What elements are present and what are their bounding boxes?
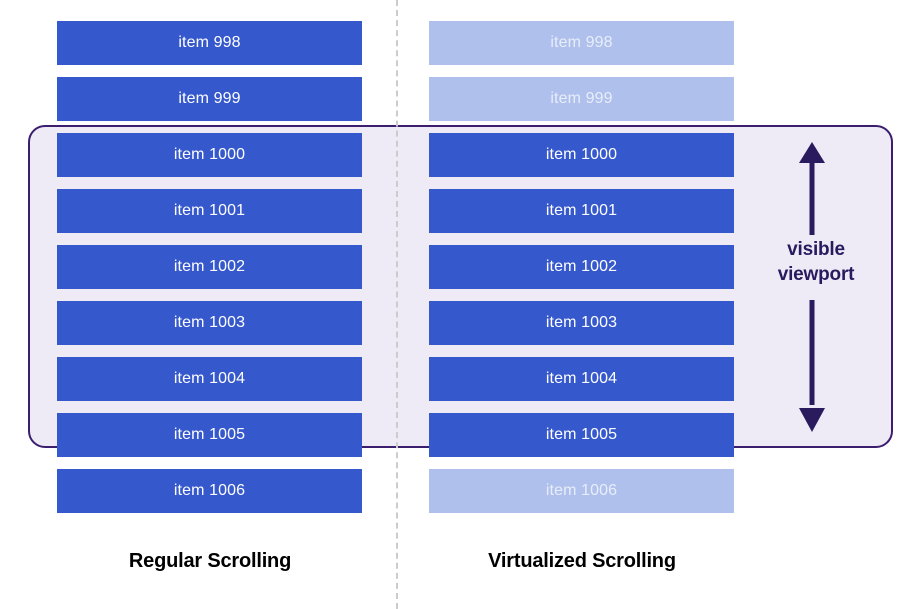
caption-regular-scrolling: Regular Scrolling (128, 550, 292, 572)
list-item[interactable]: item 1005 (429, 413, 734, 457)
list-item[interactable]: item 1006 (429, 469, 734, 513)
virtualized-scrolling-column: item 998 item 999 item 1000 item 1001 item 1… (429, 0, 734, 609)
list-item[interactable]: item 998 (429, 21, 734, 65)
viewport-caption-line-2: viewport (777, 264, 855, 285)
double-headed-vertical-arrow-icon (799, 142, 825, 432)
list-item[interactable]: item 1004 (57, 357, 362, 401)
regular-scrolling-column: item 998 item 999 item 1000 item 1001 item 1… (57, 0, 362, 609)
list-item[interactable]: item 999 (429, 77, 734, 121)
list-item[interactable]: item 1001 (429, 189, 734, 233)
list-item[interactable]: item 999 (57, 77, 362, 121)
column-divider (396, 0, 398, 609)
list-item[interactable]: item 1001 (57, 189, 362, 233)
viewport-caption-line-1: visible (787, 239, 845, 260)
list-item[interactable]: item 1003 (429, 301, 734, 345)
list-item[interactable]: item 1004 (429, 357, 734, 401)
list-item[interactable]: item 998 (57, 21, 362, 65)
list-item[interactable]: item 1002 (429, 245, 734, 289)
list-item[interactable]: item 1000 (429, 133, 734, 177)
list-item[interactable]: item 1005 (57, 413, 362, 457)
list-item[interactable]: item 1006 (57, 469, 362, 513)
caption-virtualized-scrolling: Virtualized Scrolling (488, 550, 676, 572)
list-item[interactable]: item 1003 (57, 301, 362, 345)
viewport-caption: visible viewport (752, 237, 880, 287)
list-item[interactable]: item 1002 (57, 245, 362, 289)
list-item[interactable]: item 1000 (57, 133, 362, 177)
viewport-annotation: visible viewport (752, 125, 880, 448)
